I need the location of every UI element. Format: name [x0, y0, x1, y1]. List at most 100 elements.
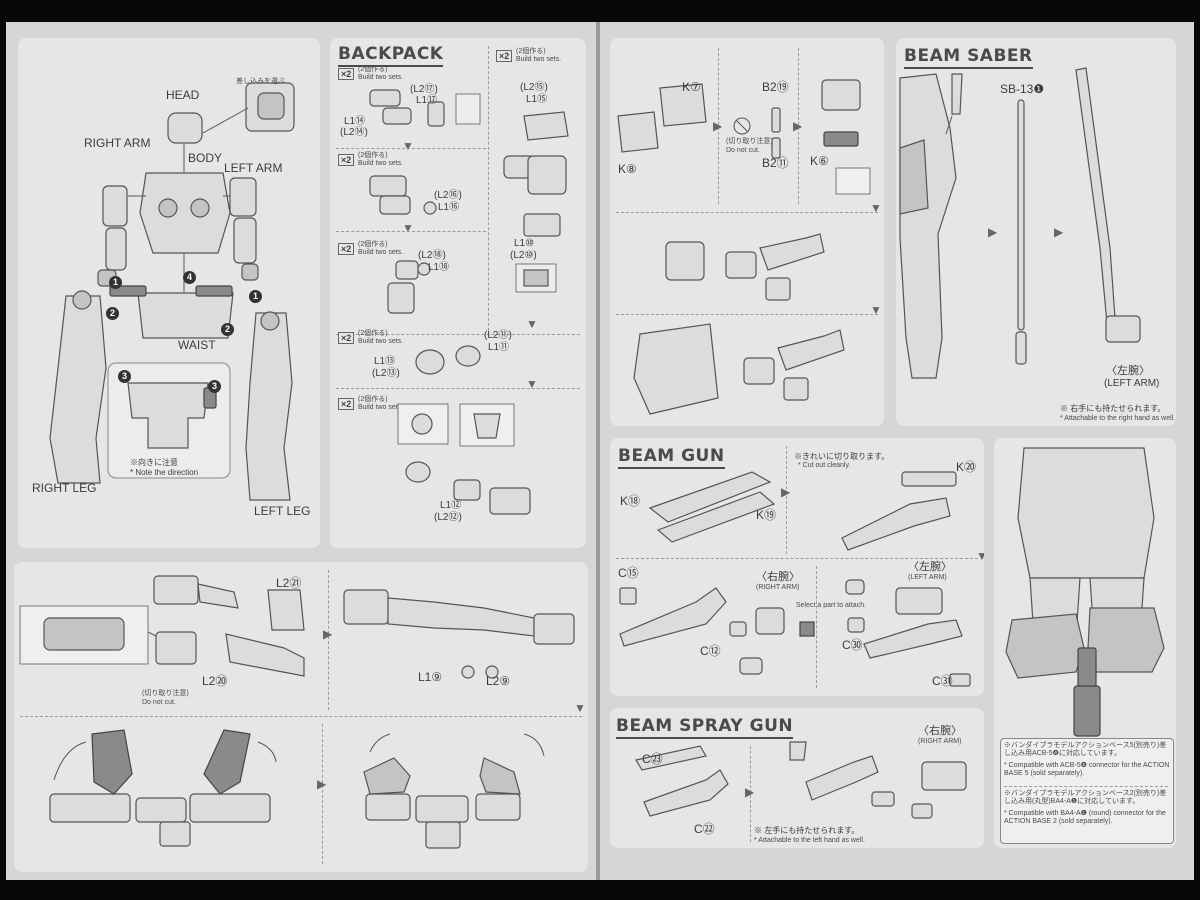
multiplier-badge: ×2 — [496, 50, 513, 62]
part-label: L1⑩ — [514, 238, 535, 249]
beam-saber-figure — [899, 67, 1141, 379]
backpack-title: BACKPACK — [338, 44, 443, 67]
part-label: L1⑨ — [418, 670, 443, 684]
step-divider — [336, 334, 580, 335]
part-label: (L2⑪) — [484, 330, 512, 341]
next-step-arrow: ▶ — [713, 119, 723, 133]
action-base-note2-jp: ※バンダイプラモデルアクションベース2(別売り)差し込み用(丸型)BA4-A❶に… — [1004, 790, 1167, 805]
column-divider — [750, 746, 751, 842]
part-label: C㉒ — [694, 822, 715, 836]
step-divider — [616, 558, 978, 559]
head-callout-note: 差し込みを選ぶ — [236, 78, 285, 85]
page-spine — [596, 22, 600, 880]
part-label: L2㉑ — [276, 576, 302, 590]
next-step-arrow: ▶ — [781, 485, 791, 499]
saber-note-jp: ※ 右手にも持たせられます。 — [1060, 404, 1166, 413]
part-label: K⑥ — [810, 154, 829, 168]
column-divider — [488, 46, 489, 336]
part-label: K⑱ — [620, 494, 641, 508]
column-divider — [786, 446, 787, 554]
step-note-en: Build two sets. — [358, 338, 404, 345]
part-label: C⑮ — [618, 566, 639, 580]
direction-note-jp: ※向きに注意 — [130, 458, 178, 467]
part-label: K⑲ — [756, 508, 777, 522]
step-note-jp: (2個作る) — [358, 152, 388, 159]
step-divider — [616, 314, 878, 315]
body-assembly-figure — [49, 82, 295, 501]
backpack-step2-figure — [369, 175, 437, 215]
action-base-note1-en: * Compatible with ACB-5❹ connector for t… — [1004, 762, 1170, 777]
cut-note-en: * Cut out cleanly. — [798, 462, 851, 469]
part-label: (L2⑬) — [372, 368, 400, 379]
arm-label-en: (RIGHT ARM) — [918, 738, 962, 745]
part-label: L2⑨ — [486, 674, 511, 688]
step-marker: 1 — [109, 276, 122, 289]
arm-label-en: (LEFT ARM) — [1104, 378, 1160, 389]
next-step-arrow: ▼ — [976, 549, 984, 563]
backpack-step5-figure — [397, 403, 531, 515]
step-marker: 2 — [221, 323, 234, 336]
part-label: (L2⑯) — [434, 190, 462, 201]
action-base-note2-en: * Compatible with BA4-A❶ (round) connect… — [1004, 810, 1166, 825]
step-note-jp: (2個作る) — [358, 66, 388, 73]
column-divider — [816, 566, 817, 688]
label-left-arm: LEFT ARM — [224, 161, 283, 175]
part-label: L1⑪ — [488, 342, 510, 353]
arm-label-jp: 〈左腕〉 — [908, 561, 952, 573]
multiplier-badge: ×2 — [338, 154, 355, 166]
backpack-step1-figure — [369, 89, 481, 127]
do-not-cut-note-jp: (切り取り注意) — [142, 690, 189, 697]
part-label: (L2⑫) — [434, 512, 462, 523]
part-label: L1⑫ — [440, 500, 462, 511]
part-label: L1⑰ — [416, 95, 438, 106]
step-note-jp: (2個作る) — [358, 330, 388, 337]
multiplier-badge: ×2 — [338, 243, 355, 255]
part-label: C㉚ — [842, 638, 863, 652]
part-label: (L2⑰) — [410, 84, 438, 95]
label-head: HEAD — [166, 88, 200, 102]
part-label: B2⑲ — [762, 80, 789, 94]
part-label: K⑧ — [618, 162, 637, 176]
next-step-arrow: ▼ — [574, 701, 586, 715]
next-step-arrow: ▼ — [402, 221, 414, 235]
backpack-step4-figure — [415, 345, 481, 375]
next-step-arrow: ▼ — [870, 303, 882, 317]
part-label: L2⑳ — [202, 674, 228, 688]
arm-label-en: (LEFT ARM) — [908, 574, 947, 581]
beam-spray-gun-title: BEAM SPRAY GUN — [616, 716, 793, 739]
do-not-cut-note-en: Do not cut. — [142, 699, 176, 706]
action-base-note-box — [1000, 738, 1174, 844]
multiplier-badge: ×2 — [338, 398, 355, 410]
backpack-right-figure — [503, 111, 569, 293]
multiplier-badge: ×2 — [338, 68, 355, 80]
step-divider — [336, 148, 486, 149]
label-right-arm: RIGHT ARM — [84, 136, 151, 150]
step-note-jp: (2個作る) — [358, 241, 388, 248]
backpack-panel: BACKPACK ×2 (2個作る) Build two sets. (L2⑰)… — [330, 38, 586, 548]
column-divider — [718, 48, 719, 204]
next-step-arrow: ▼ — [402, 139, 414, 153]
arm-label-jp: 〈左腕〉 — [1106, 365, 1150, 377]
next-step-arrow: ▶ — [793, 119, 803, 133]
action-base-panel: ※バンダイプラモデルアクションベース5(別売り)差し込み用ACB-5❹に対応して… — [994, 438, 1176, 848]
step-note-jp: (2個作る) — [358, 396, 388, 403]
next-step-arrow: ▶ — [317, 777, 327, 791]
next-step-arrow: ▼ — [870, 201, 882, 215]
next-step-arrow: ▶ — [745, 785, 755, 799]
beam-saber-panel: BEAM SABER SB-13❶ ▶ ▶ 〈左腕〉 (LEFT ARM) ※ … — [896, 38, 1176, 426]
step-marker: 1 — [249, 290, 262, 303]
part-label: L1⑮ — [526, 94, 548, 105]
arm-joint-panel: ▶ ▶ ▼ L2㉑ L2⑳ — [14, 562, 588, 872]
body-assembly-panel: 4 1 1 2 2 3 3 HEAD 差し込みを選ぶ RIGHT ARM BOD… — [18, 38, 320, 548]
action-base-note1-jp: ※バンダイプラモデルアクションベース5(別売り)差し込み用ACB-5❹に対応して… — [1004, 742, 1167, 757]
column-divider — [322, 724, 323, 864]
arm-label-jp: 〈右腕〉 — [918, 725, 962, 737]
beam-gun-figure — [619, 471, 971, 687]
part-label: (L2⑭) — [340, 127, 368, 138]
label-right-leg: RIGHT LEG — [32, 481, 97, 495]
part-label: C⑫ — [700, 644, 721, 658]
part-label: B2⑪ — [762, 156, 789, 170]
arm-label-jp: 〈右腕〉 — [756, 571, 800, 583]
step-marker: 2 — [106, 307, 119, 320]
step-note-jp: (2個作る) — [516, 48, 546, 55]
